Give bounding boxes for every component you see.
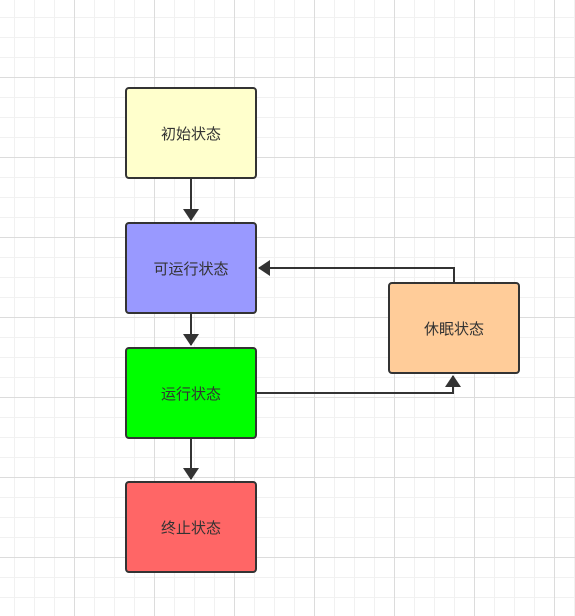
node-initial-state[interactable]: 初始状态 [125,87,257,179]
node-sleeping-state-label: 休眠状态 [423,319,484,338]
node-terminated-state-label: 终止状态 [160,518,221,537]
node-initial-state-label: 初始状态 [160,124,221,143]
edge-running-to-sleeping [257,375,461,394]
node-running-state-label: 运行状态 [160,384,221,403]
node-runnable-state-label: 可运行状态 [153,259,229,278]
node-terminated-state[interactable]: 终止状态 [125,481,257,573]
edge-sleeping-to-runnable [258,260,455,282]
node-sleeping-state[interactable]: 休眠状态 [388,282,520,374]
node-running-state[interactable]: 运行状态 [125,347,257,439]
node-runnable-state[interactable]: 可运行状态 [125,222,257,314]
